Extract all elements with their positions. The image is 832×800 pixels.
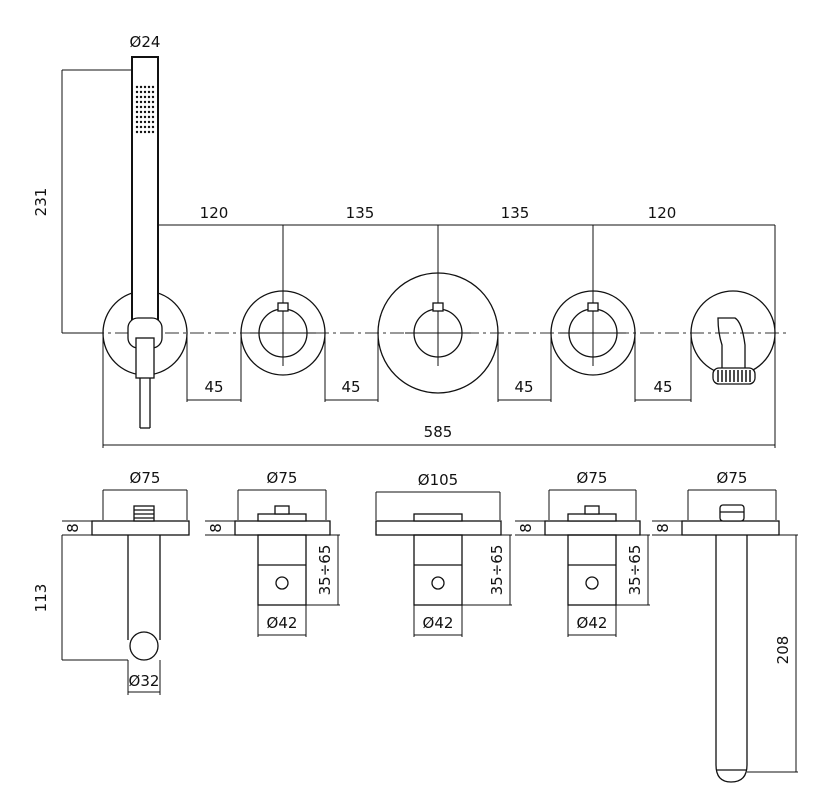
valve-3-thickness-label: 8 xyxy=(517,523,535,533)
holder-plate-label: Ø75 xyxy=(130,469,161,487)
holder-depth-label: 113 xyxy=(32,584,50,613)
front-view: 120 135 135 120 231 Ø24 xyxy=(32,33,790,448)
hand-shower-unit xyxy=(102,56,188,429)
hand-shower-handle xyxy=(131,56,159,338)
spout-aerator xyxy=(717,370,751,382)
valve-3-plate-label: Ø75 xyxy=(577,469,608,487)
side-view-valve-1: Ø75 8 35÷65 Ø42 xyxy=(205,469,340,637)
valve-2-large xyxy=(377,272,499,394)
spacing-4-label: 120 xyxy=(648,204,677,222)
hand-shower-diameter-label: Ø24 xyxy=(130,33,161,51)
spout-thickness-label: 8 xyxy=(654,523,672,533)
valve-1-thickness-label: 8 xyxy=(207,523,225,533)
gap-4-label: 45 xyxy=(653,378,672,396)
total-width-label: 585 xyxy=(424,423,453,441)
side-view-valve-3: Ø75 8 35÷65 Ø42 xyxy=(515,469,650,637)
total-width-dimension: 585 xyxy=(102,333,776,448)
valve-2-plate-label: Ø105 xyxy=(418,471,458,489)
valve-1-depth-label: 35÷65 xyxy=(316,545,334,596)
valve-2-body-label: Ø42 xyxy=(423,614,454,632)
holder-diameter-label: Ø32 xyxy=(129,672,160,690)
valve-1-plate-label: Ø75 xyxy=(267,469,298,487)
valve-1-body-label: Ø42 xyxy=(267,614,298,632)
spout-length-label: 208 xyxy=(774,636,792,665)
holder-plate-thickness-label: 8 xyxy=(64,523,82,533)
spout-front xyxy=(690,290,776,385)
spacing-3-label: 135 xyxy=(501,204,530,222)
gap-dimensions: 45 45 45 45 xyxy=(186,333,692,402)
spacing-dimension: 120 135 135 120 xyxy=(144,204,776,333)
spacing-1-label: 120 xyxy=(200,204,229,222)
valve-3-body-label: Ø42 xyxy=(577,614,608,632)
valve-2-depth-label: 35÷65 xyxy=(488,545,506,596)
shower-nozzle-grid xyxy=(135,85,155,134)
side-view-valve-2: Ø105 35÷65 Ø42 xyxy=(375,471,512,637)
valve-3 xyxy=(550,290,636,376)
spout-plate-label: Ø75 xyxy=(717,469,748,487)
gap-1-label: 45 xyxy=(204,378,223,396)
gap-2-label: 45 xyxy=(341,378,360,396)
hand-shower-height-dimension: 231 xyxy=(32,69,132,334)
side-view-holder: Ø75 8 113 Ø32 xyxy=(32,469,190,695)
spacing-2-label: 135 xyxy=(346,204,375,222)
hand-shower-height-label: 231 xyxy=(32,188,50,217)
valve-1 xyxy=(240,290,326,376)
gap-3-label: 45 xyxy=(514,378,533,396)
side-view-spout: Ø75 8 208 xyxy=(652,469,798,783)
valve-3-depth-label: 35÷65 xyxy=(626,545,644,596)
